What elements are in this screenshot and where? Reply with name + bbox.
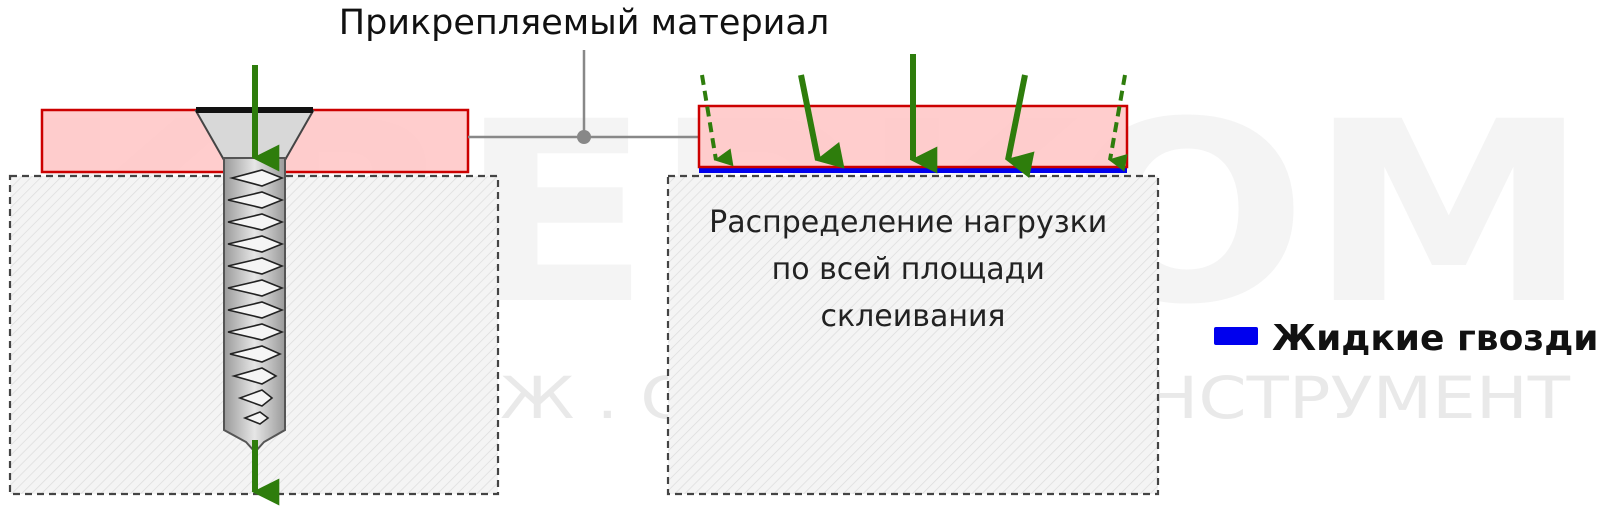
glue-force-arrow-2 [798,74,845,169]
glue-force-arrow-1 [700,74,734,167]
legend-swatch [1214,327,1258,345]
glue-panel: Распределение нагрузки по всей площади с… [666,54,1160,496]
glue-caption-line-2: по всей площади [772,252,1045,287]
title-leader [468,50,700,144]
right-base-material [666,174,1160,496]
glue-caption-line-3: склеивания [821,299,1006,334]
legend-label: Жидкие гвозди [1272,318,1599,359]
legend: Жидкие гвозди [1214,318,1599,359]
diagram-title: Прикрепляемый материал [339,3,829,43]
glue-force-arrow-5 [1108,74,1128,172]
screw-panel [8,65,500,506]
screw-icon [194,107,315,454]
glue-force-arrow-4 [1005,74,1035,179]
glue-caption-line-1: Распределение нагрузки [709,205,1107,240]
glue-caption: Распределение нагрузки по всей площади с… [709,205,1117,334]
